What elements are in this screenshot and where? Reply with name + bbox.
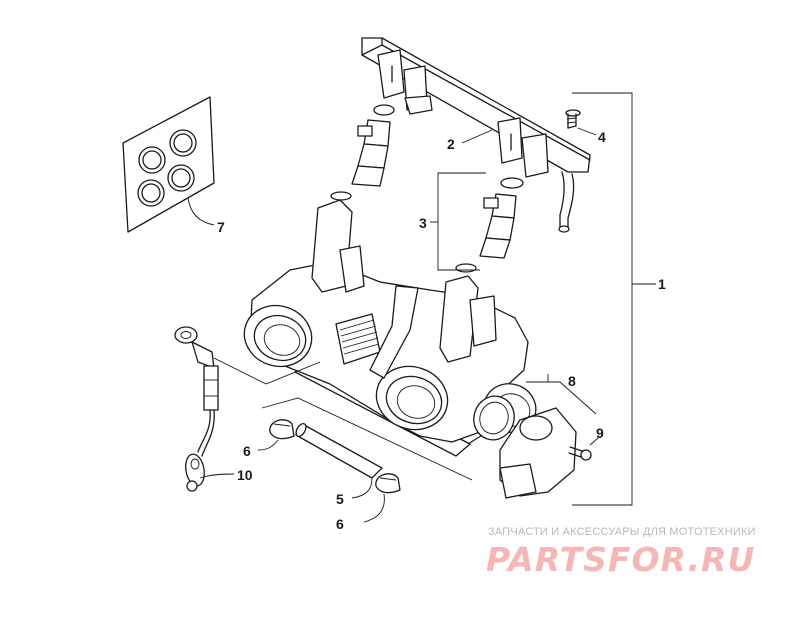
callout-labels: 1 2 3 4 5 6 6 7 8 9 10 [217, 129, 666, 532]
part-1-throttle-body-assembly [243, 199, 537, 457]
callout-5: 5 [336, 491, 344, 507]
part-6-clamp-lower [375, 473, 401, 494]
callout-2: 2 [447, 136, 455, 152]
part-10-sensor-lead [174, 326, 219, 492]
callout-8: 8 [568, 373, 576, 389]
part-3-injector-center [455, 177, 524, 273]
part-8-throttle-position-sensor [499, 407, 577, 499]
part-9-screw [568, 446, 592, 461]
part-4-bolt [565, 109, 581, 129]
callout-6-upper: 6 [243, 443, 251, 459]
part-8-seal-ring [473, 395, 515, 441]
callout-4: 4 [598, 129, 606, 145]
part-2-fuel-rail [361, 37, 591, 233]
callout-3: 3 [419, 215, 427, 231]
callout-9: 9 [596, 425, 604, 441]
part-3-injector-left [330, 104, 395, 201]
callout-1: 1 [658, 276, 666, 292]
part-6-clamp-upper [269, 419, 295, 440]
part-5-hose [295, 422, 383, 479]
callout-6-lower: 6 [336, 516, 344, 532]
leader-lines [187, 92, 656, 523]
part-7-oring-kit [122, 96, 215, 233]
watermark-tagline: ЗАПЧАСТИ И АКСЕССУАРЫ ДЛЯ МОТОТЕХНИКИ [488, 526, 756, 538]
watermark-logo: PARTSFOR.RU [486, 540, 756, 579]
callout-10: 10 [237, 467, 253, 483]
callout-7: 7 [217, 219, 225, 235]
